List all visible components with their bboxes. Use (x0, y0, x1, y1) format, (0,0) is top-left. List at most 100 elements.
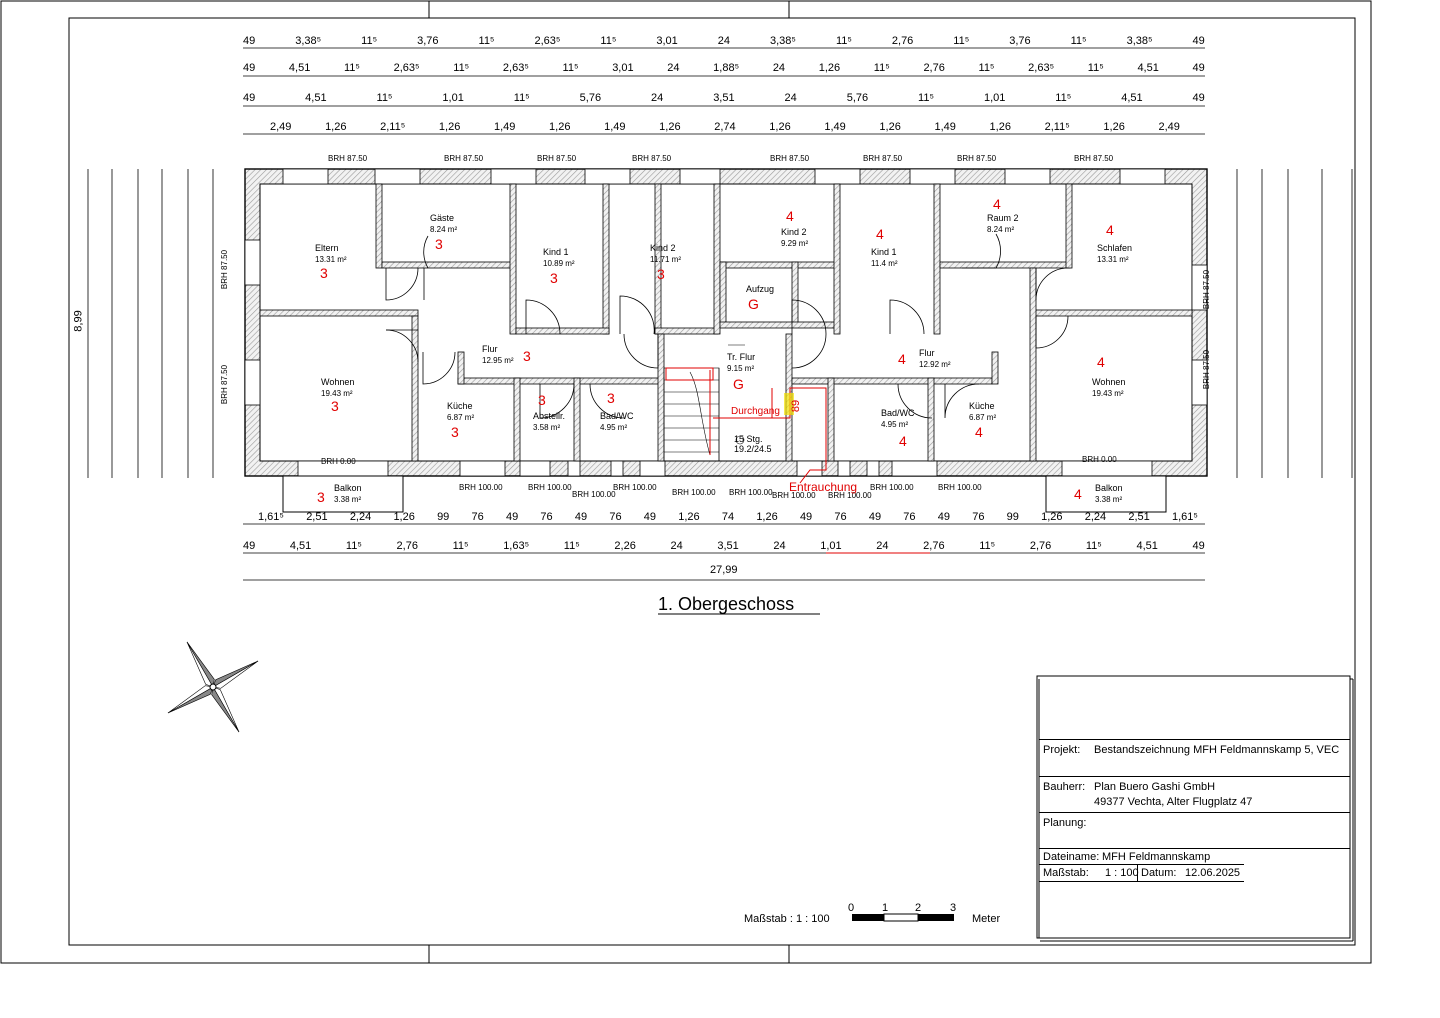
dimension-value: 2,63⁵ (393, 62, 420, 74)
room-name: Wohnen (1092, 377, 1126, 387)
room-area: 13.31 m² (315, 255, 347, 264)
dimension-value: 2,24 (349, 511, 372, 523)
room-label: Aufzug (746, 283, 774, 295)
scale-tick-label: 0 (848, 902, 855, 914)
dimension-value: 3,38⁵ (769, 35, 796, 47)
dimension-value: 11⁵ (1055, 92, 1072, 104)
dimension-value: 1,26 (1041, 511, 1063, 523)
dimension-value: 2,76 (396, 540, 418, 552)
unit-number: 4 (1074, 486, 1082, 502)
window-height-label: BRH 100.00 (572, 490, 616, 499)
room-label: Bad/WC 4.95 m² (600, 410, 634, 434)
dimension-value: 3,38⁵ (295, 35, 322, 47)
dimension-value: 24 (667, 62, 680, 74)
dimension-value: 76 (471, 511, 484, 523)
room-area: 4.95 m² (600, 423, 628, 432)
dimension-value: 2,76 (1029, 540, 1052, 552)
overall-depth: 8,99 (72, 310, 85, 332)
unit-number: 3 (320, 265, 328, 281)
room-name: Kind 2 (781, 227, 807, 237)
dimension-value: 24 (772, 62, 786, 74)
dimension-value: 4,51 (1136, 540, 1158, 552)
dimension-value: 11⁵ (873, 62, 890, 74)
dimension-value: 1,49 (934, 121, 956, 133)
dimension-value: 1,26 (1103, 121, 1125, 133)
room-area: 3.38 m² (1095, 495, 1123, 504)
scale-bar-label: Maßstab : 1 : 100 (744, 913, 830, 925)
dimension-value: 1,61⁵ (1171, 511, 1198, 523)
bottom-dimension-lines (243, 523, 1205, 581)
dimension-value: 49 (1192, 92, 1205, 104)
dimension-value: 49 (643, 511, 657, 523)
dimension-value: 3,01 (612, 62, 634, 74)
room-area: 10.89 m² (543, 259, 575, 268)
scale-unit-label: Meter (972, 913, 1001, 925)
scale-tick-label: 1 (882, 902, 889, 914)
window-height-label: BRH 87.50 (537, 154, 577, 163)
room-label: Abstellr.3.58 m² (533, 410, 565, 434)
dimension-value: 1,61⁵ (258, 511, 284, 523)
window-height-label: BRH 100.00 (459, 483, 503, 492)
room-area: 3.38 m² (334, 495, 362, 504)
window-height-label: BRH 87.50 (770, 154, 810, 163)
unit-number: 3 (523, 348, 531, 364)
unit-number: 3 (538, 392, 546, 408)
dimension-value: 49 (1192, 62, 1205, 74)
room-name: Abstellr. (533, 411, 566, 421)
window-height-label: BRH 87.50 (1202, 269, 1212, 310)
top-dimension-lines (243, 47, 1205, 135)
unit-number: 4 (1097, 354, 1105, 370)
dimension-value: 11⁵ (562, 62, 579, 74)
client-label: Bauherr: (1043, 781, 1086, 793)
dimension-value: 2,63⁵ (534, 35, 561, 47)
scale-tick-label: 3 (950, 902, 957, 914)
date-label: Datum: (1141, 867, 1177, 879)
dimension-value: 11⁵ (978, 62, 995, 74)
stairs-ratio-label: 19.2/24.5 (734, 444, 772, 454)
unit-number: 3 (657, 266, 665, 282)
filename-label: Dateiname: (1043, 851, 1100, 863)
unit-number: 3 (331, 398, 339, 414)
project-value: Bestandszeichnung MFH Feldmannskamp 5, V… (1094, 744, 1340, 756)
scale-date-row: Maßstab: 1 : 100 Datum: 12.06.2025 (1039, 864, 1244, 882)
room-name: Wohnen (321, 377, 355, 387)
title-block-frame (1036, 675, 1354, 942)
dimension-value: 2,51 (306, 511, 328, 523)
window-height-label: BRH 87.50 (957, 154, 997, 163)
dimension-value: 76 (540, 511, 553, 523)
dimension-value: 76 (609, 511, 622, 523)
dimension-value: 5,76 (579, 92, 602, 104)
room-name: Kind 1 (871, 247, 897, 257)
dimension-value: 1,26 (678, 511, 700, 523)
unit-number: 3 (607, 390, 615, 406)
smoke-extraction-route (665, 367, 930, 554)
room-name: Bad/WC (600, 411, 634, 421)
dimension-value: 11⁵ (979, 540, 996, 552)
stairs-count-label: 15 Stg. (734, 434, 763, 444)
dimension-value: 76 (972, 511, 985, 523)
room-area: 19.43 m² (321, 389, 353, 398)
dimension-value: 49 (505, 511, 519, 523)
room-name: Gäste (430, 213, 455, 223)
planning-label: Planung: (1043, 817, 1087, 829)
dimension-value: 99 (437, 511, 450, 523)
window-height-label: BRH 100.00 (772, 491, 816, 500)
dimension-value: 1,26 (818, 62, 841, 74)
drawing-frame (68, 17, 1356, 946)
window-height-label: BRH 0.00 (1082, 455, 1117, 464)
dimension-value: 24 (651, 92, 664, 104)
dimension-value: 1,26 (438, 121, 461, 133)
dimension-value: 1,49 (604, 121, 626, 133)
dimension-value: 4,51 (289, 540, 312, 552)
window-height-label: BRH 100.00 (729, 488, 773, 497)
dimension-value: 49 (868, 511, 882, 523)
dimension-value: 24 (670, 540, 683, 552)
window-height-label: BRH 87.50 (1074, 154, 1114, 163)
